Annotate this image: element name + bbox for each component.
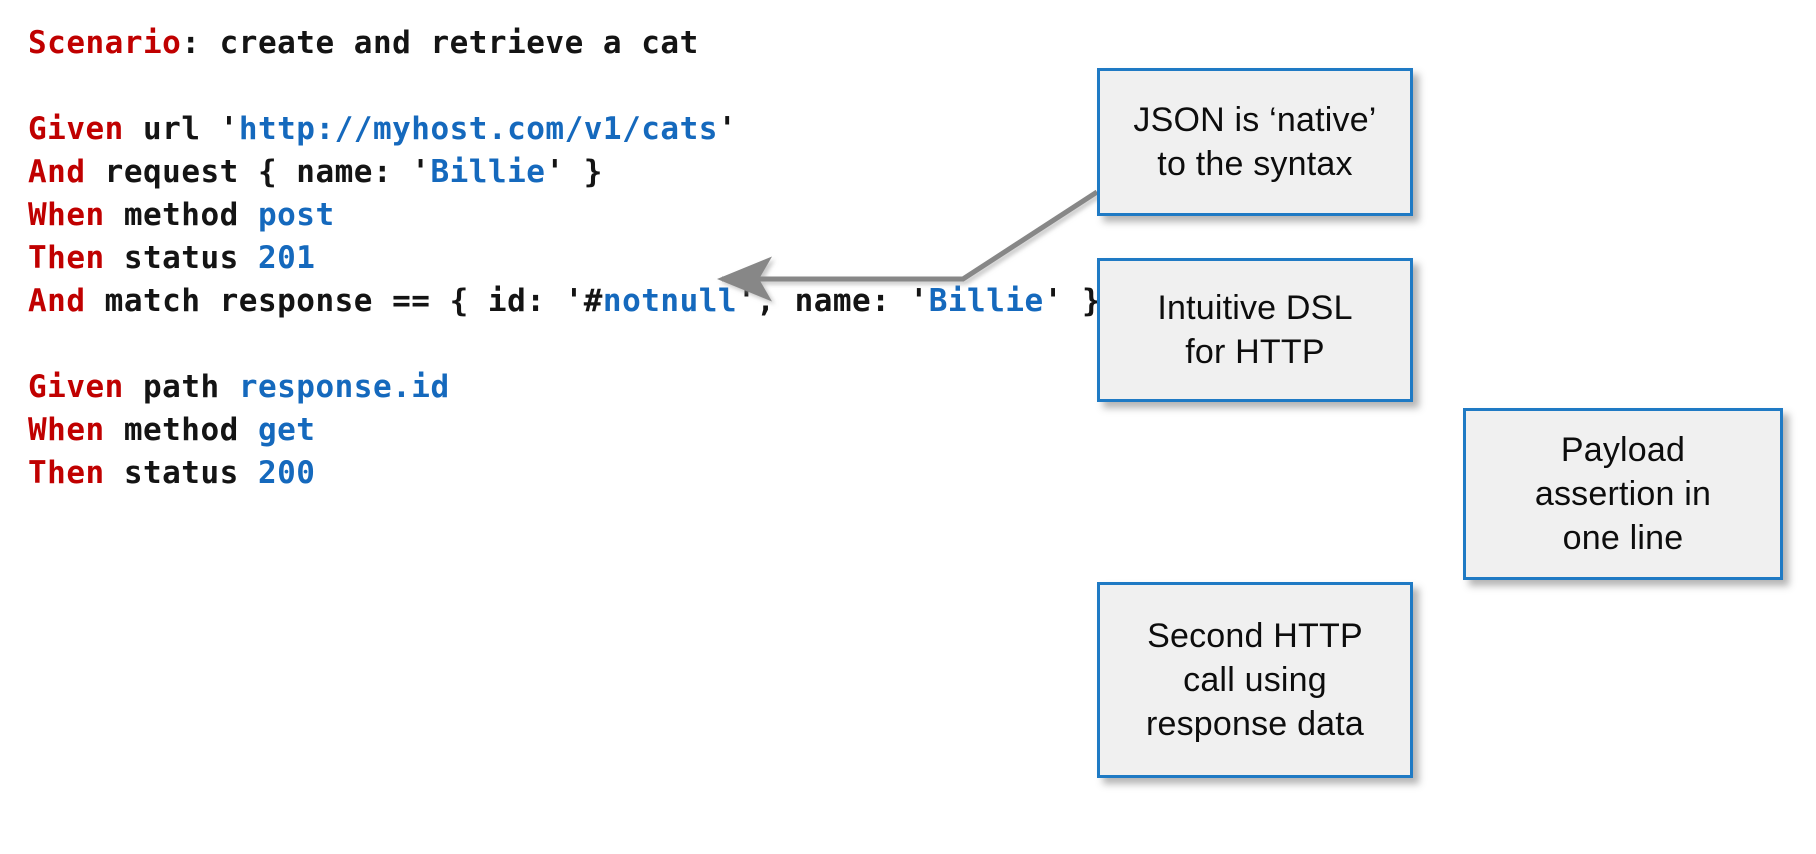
code-token-kw: Given	[28, 369, 124, 405]
code-token-val: http://myhost.com/v1/cats	[238, 111, 718, 147]
code-token-plain: '	[717, 111, 738, 147]
code-token-kw: When	[28, 412, 105, 448]
code-token-val: Billie	[928, 283, 1044, 319]
callout-payload-assertion: Payload assertion in one line	[1463, 408, 1783, 580]
callout-second-http-text: Second HTTP call using response data	[1145, 616, 1365, 744]
callout-payload-assertion-text: Payload assertion in one line	[1534, 430, 1712, 558]
callout-intuitive-dsl: Intuitive DSL for HTTP	[1097, 258, 1413, 402]
callout-second-http: Second HTTP call using response data	[1097, 582, 1413, 778]
code-line-given-url: Given url 'http://myhost.com/v1/cats'	[28, 108, 1328, 151]
code-token-plain: ' }	[545, 154, 603, 190]
code-line-when-method-post: When method post	[28, 194, 1328, 237]
code-token-plain: method	[104, 197, 258, 233]
code-token-kw: When	[28, 197, 105, 233]
code-token-plain: : create and retrieve a cat	[181, 25, 699, 61]
code-token-plain: ', name: '	[737, 283, 929, 319]
code-token-plain: request { name: '	[85, 154, 431, 190]
code-token-plain: ' }	[1043, 283, 1102, 319]
code-token-kw: Scenario	[28, 25, 182, 61]
code-token-kw: Then	[28, 455, 105, 491]
code-token-val: response.id	[238, 369, 450, 405]
code-line-then-status-200: Then status 200	[28, 452, 1328, 495]
code-token-kw: And	[28, 283, 86, 319]
code-line-and-request: And request { name: 'Billie' }	[28, 151, 1328, 194]
code-token-kw: Given	[28, 111, 124, 147]
code-token-val: 201	[257, 240, 316, 276]
code-token-val: 200	[257, 455, 316, 491]
callout-intuitive-dsl-text: Intuitive DSL for HTTP	[1157, 288, 1353, 371]
code-token-val: notnull	[602, 283, 738, 319]
code-line-when-method-get: When method get	[28, 409, 1328, 452]
code-token-plain: path	[123, 369, 239, 405]
callout-json-native: JSON is ‘native’ to the syntax	[1097, 68, 1413, 216]
code-line-scenario: Scenario: create and retrieve a cat	[28, 22, 1328, 65]
code-token-val: Billie	[430, 154, 546, 190]
code-line-and-match-response: And match response == { id: '#notnull', …	[28, 280, 1328, 323]
code-token-plain: url '	[123, 111, 239, 147]
code-line-then-status-201: Then status 201	[28, 237, 1328, 280]
code-token-kw: And	[28, 154, 86, 190]
code-token-plain: match response == { id: '#	[85, 283, 603, 319]
code-token-val: get	[257, 412, 316, 448]
code-token-val: post	[257, 197, 335, 233]
code-token-plain: status	[104, 455, 258, 491]
karate-code-block: Scenario: create and retrieve a cat Give…	[28, 22, 1328, 495]
callout-json-native-text: JSON is ‘native’ to the syntax	[1133, 100, 1377, 183]
code-token-kw: Then	[28, 240, 105, 276]
code-token-plain: status	[104, 240, 258, 276]
code-token-plain: method	[104, 412, 258, 448]
